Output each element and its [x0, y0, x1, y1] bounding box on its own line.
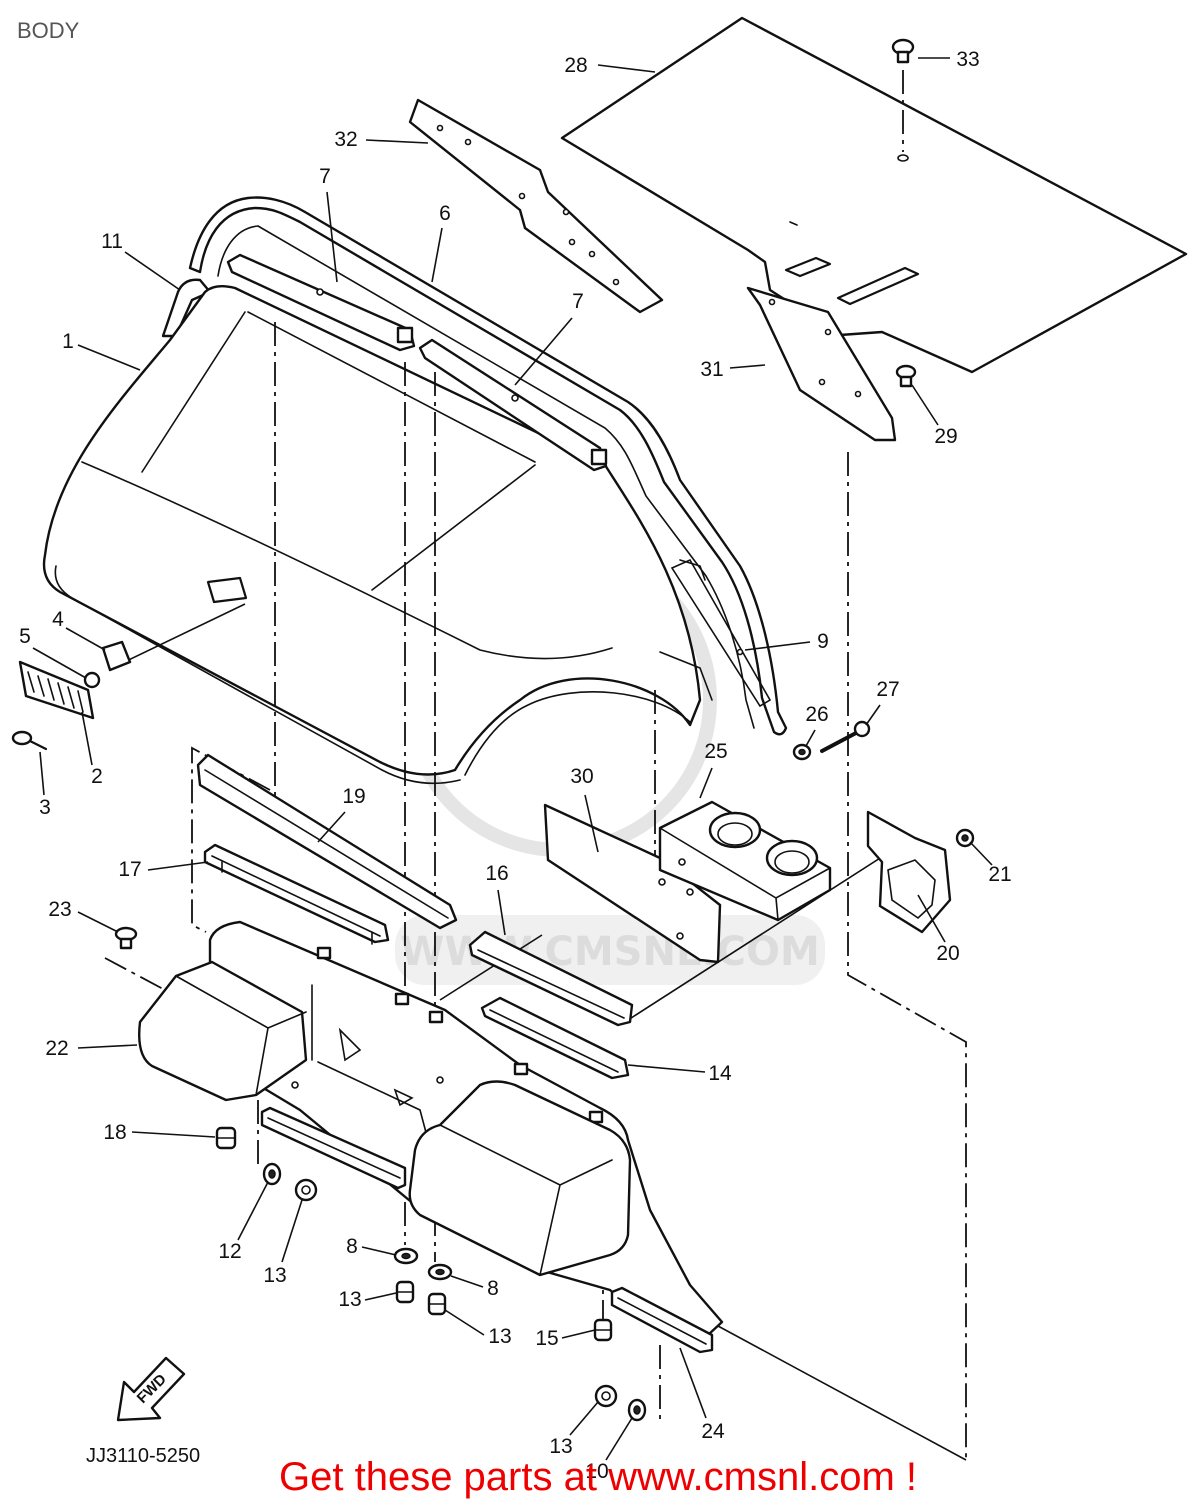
callout-12: 12: [218, 1240, 241, 1263]
part-7-bracket-left: [226, 253, 416, 352]
part-29-clip: [895, 364, 917, 388]
callout-20: 20: [936, 942, 959, 965]
callout-28: 28: [564, 54, 587, 77]
part-13-nut-b: [395, 1280, 415, 1304]
callout-19: 19: [342, 785, 365, 808]
part-16-strip: [468, 930, 634, 1027]
callout-15: 15: [535, 1327, 558, 1350]
callout-3: 3: [39, 796, 51, 819]
callout-2: 2: [91, 765, 103, 788]
part-13-nut-c: [427, 1292, 447, 1316]
callout-23: 23: [48, 898, 71, 921]
part-20-bracket: [866, 810, 952, 934]
callout-14: 14: [708, 1062, 732, 1085]
part-26-washer: [792, 743, 812, 761]
cover-handle-slot: [206, 576, 248, 604]
callout-10: 10: [585, 1460, 608, 1483]
part-15-nut: [593, 1318, 613, 1342]
callout-27: 27: [876, 678, 899, 701]
lower-rail-left: [260, 1106, 407, 1190]
part-5-screw: [83, 671, 101, 689]
callout-31: 31: [700, 358, 723, 381]
callout-18: 18: [103, 1121, 126, 1144]
callout-13-b: 13: [338, 1288, 361, 1311]
part-23-clip: [114, 926, 138, 950]
part-21-nut: [955, 828, 975, 848]
part-10-washer: [627, 1398, 647, 1422]
callout-1: 1: [62, 330, 74, 353]
callout-25: 25: [704, 740, 727, 763]
part-13-nut-a: [294, 1178, 318, 1202]
part-32-plate: [408, 98, 664, 314]
diagram-title: BODY: [17, 18, 80, 43]
callout-labels: 28 33 32 7 6 11 7 1 31 29 4 5 9 27 26 25…: [19, 48, 1012, 1483]
callout-5: 5: [19, 625, 31, 648]
part-9-side-strip: [670, 558, 772, 708]
callout-6: 6: [439, 202, 451, 225]
part-19-strip: [196, 753, 458, 930]
part-28-panel: [560, 16, 1188, 374]
callout-8-a: 8: [346, 1235, 358, 1258]
part-1-cover: [42, 285, 713, 785]
callout-13-c: 13: [488, 1325, 511, 1348]
part-2-emblem: [18, 660, 95, 720]
callout-7-right: 7: [572, 290, 584, 313]
callout-24: 24: [701, 1420, 725, 1443]
watermark-text: WWW.CMSNL.COM: [400, 929, 820, 975]
part-31-plate: [746, 286, 897, 442]
callout-13-d: 13: [549, 1435, 572, 1458]
part-3-screw: [11, 730, 48, 751]
callout-11: 11: [101, 230, 123, 253]
callout-16: 16: [485, 862, 508, 885]
leader-lines: [32, 57, 993, 1461]
callout-22: 22: [45, 1037, 68, 1060]
part-4-bracket: [101, 640, 132, 672]
callout-9: 9: [817, 630, 829, 653]
diagram-code: JJ3110-5250: [86, 1445, 200, 1467]
callout-21: 21: [988, 863, 1011, 886]
part-25-cup-holder: [658, 800, 832, 922]
part-24-rail: [610, 1286, 714, 1354]
part-8-grommet-b: [427, 1263, 453, 1281]
callout-32: 32: [334, 128, 357, 151]
part-8-grommet-a: [393, 1247, 419, 1265]
part-14-rail: [480, 996, 630, 1080]
promo-text: Get these parts at www.cmsnl.com !: [279, 1455, 917, 1499]
callout-7-left: 7: [319, 165, 331, 188]
callout-30: 30: [570, 765, 593, 788]
part-18-nut: [215, 1126, 237, 1150]
lower-pocket-box: [408, 1080, 632, 1277]
part-22-side-box: [138, 960, 308, 1102]
fwd-arrow-icon: FWD: [116, 1356, 186, 1422]
part-7-bracket-right: [418, 338, 608, 472]
part-33-clip: [891, 38, 915, 162]
callout-4: 4: [52, 608, 64, 631]
callout-13-a: 13: [263, 1264, 286, 1287]
part-27-bolt: [820, 720, 871, 753]
part-6-rim-frame: [188, 196, 788, 736]
part-12-washer: [262, 1162, 282, 1186]
callout-26: 26: [805, 703, 828, 726]
callout-29: 29: [934, 425, 957, 448]
callout-17: 17: [118, 858, 141, 881]
callout-8-b: 8: [487, 1277, 499, 1300]
callout-33: 33: [956, 48, 979, 71]
part-13-nut-d: [594, 1384, 618, 1408]
